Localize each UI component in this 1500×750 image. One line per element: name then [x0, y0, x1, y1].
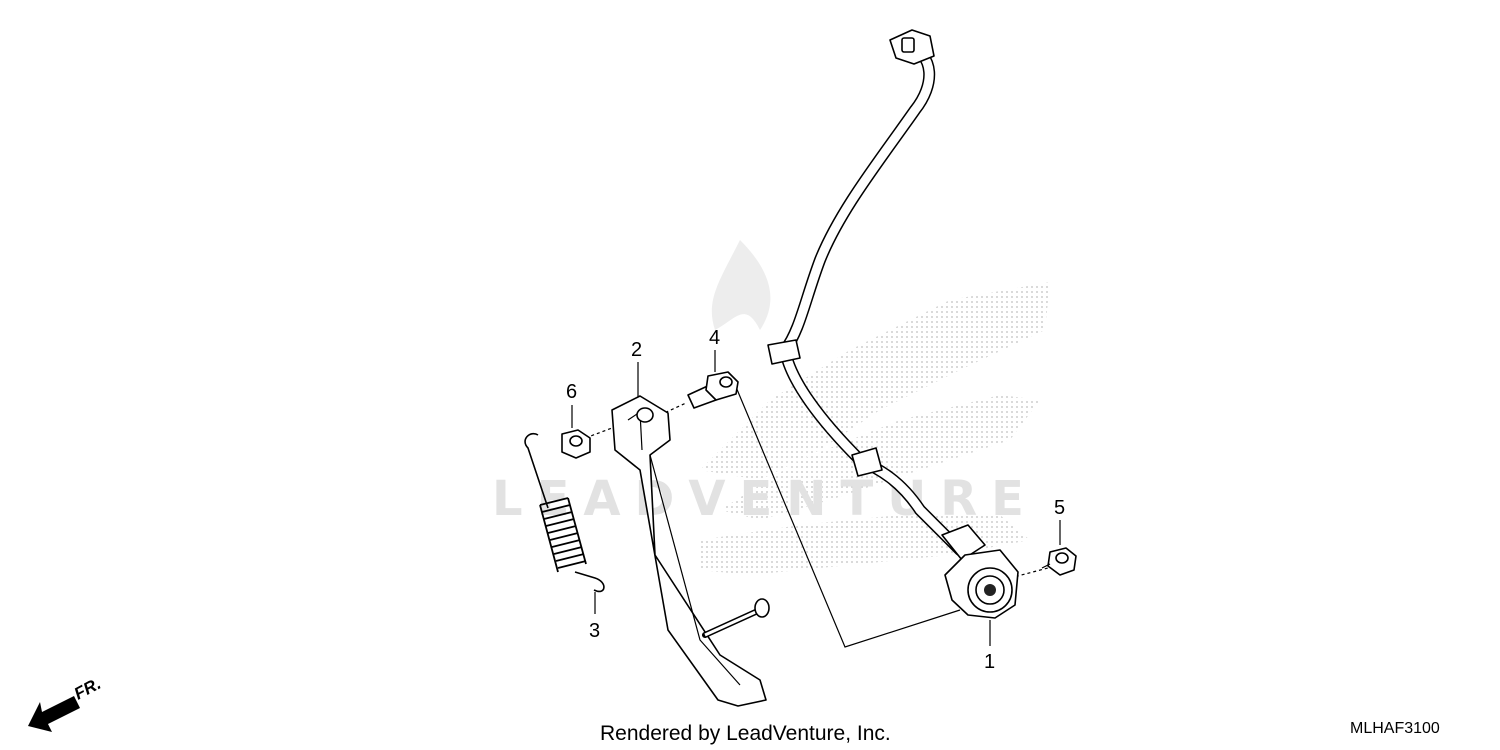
- callout-1: 1: [984, 651, 995, 673]
- leader-lines: [571, 350, 1061, 648]
- callout-5: 5: [1054, 497, 1065, 519]
- front-arrow-icon: [28, 696, 80, 732]
- render-credit: Rendered by LeadVenture, Inc.: [600, 722, 891, 745]
- harness-clip: [767, 339, 801, 365]
- flange-bolt: [1041, 547, 1077, 576]
- callout-6: 6: [566, 381, 577, 403]
- diagram-code: MLHAF3100: [1350, 720, 1440, 737]
- side-stand: [611, 395, 770, 707]
- stand-spring: [524, 432, 605, 593]
- side-stand-switch: [767, 29, 1019, 619]
- honda-wing-logo: [700, 240, 1050, 575]
- pivot-bolt: [687, 371, 739, 409]
- bolt-to-switch-leader: [735, 386, 961, 648]
- callouts: 1 2 3 4 5 6: [566, 327, 1065, 673]
- front-label: FR.: [71, 674, 104, 704]
- callout-2: 2: [631, 339, 642, 361]
- callout-3: 3: [589, 620, 600, 642]
- nut-6: [561, 429, 591, 459]
- callout-4: 4: [709, 327, 720, 349]
- harness-clamp: [851, 447, 883, 477]
- front-direction-indicator: FR.: [28, 674, 104, 732]
- watermark: LEADVENTURE: [492, 240, 1050, 575]
